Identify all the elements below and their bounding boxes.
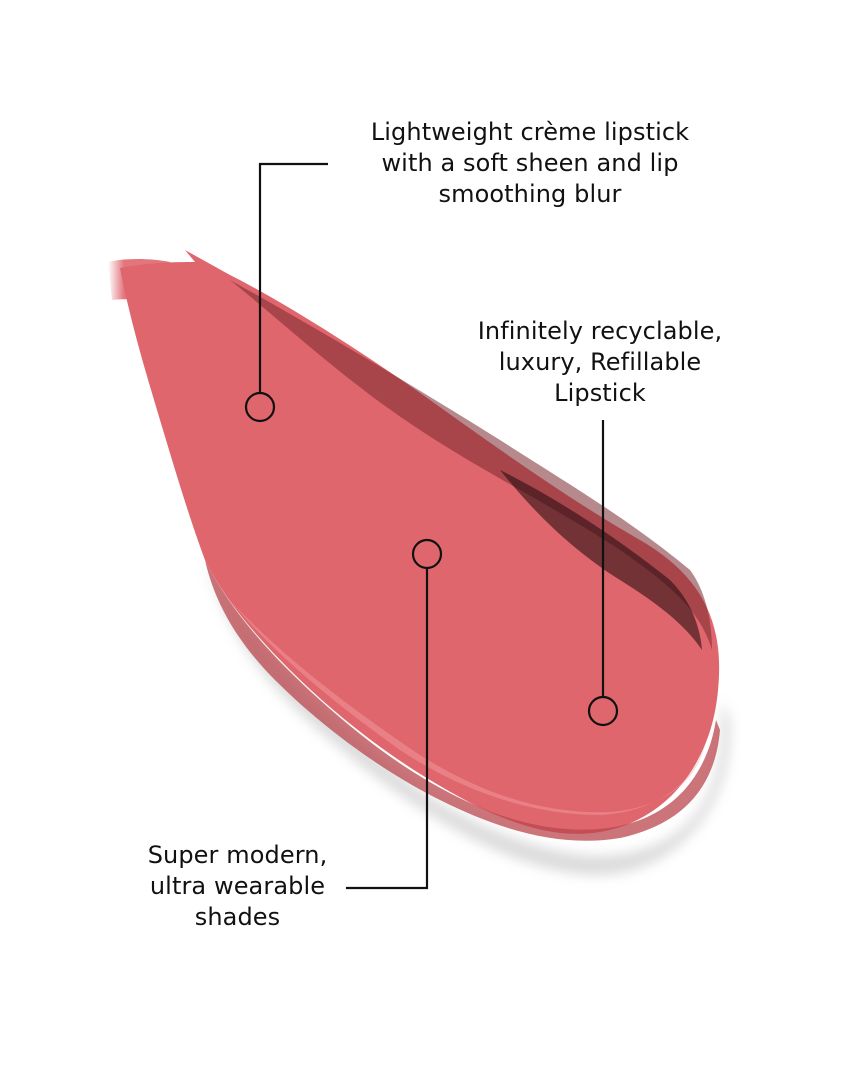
swatch-crease [230,280,712,650]
callout-line-shades [346,568,429,890]
callout-texture-line-3: smoothing blur [438,180,622,208]
callout-shades-line-2: ultra wearable [149,872,326,900]
callout-marker-texture [244,391,276,423]
callout-line-texture [258,162,328,393]
callout-marker-packaging [587,695,619,727]
callout-texture-line-2: with a soft sheen and lip [381,149,679,177]
swatch-rim [205,560,720,841]
callout-shades-line-3: shades [194,903,281,931]
swatch-feather [108,259,172,300]
callout-shades-line-1: Super modern, [147,841,328,869]
callout-texture: Lightweight crème lipstick with a soft s… [300,117,760,210]
callout-packaging: Infinitely recyclable, luxury, Refillabl… [455,316,745,409]
callout-texture-line-1: Lightweight crème lipstick [370,118,690,146]
callout-packaging-line-3: Lipstick [554,379,646,407]
swatch-crease-deep [500,470,702,650]
callout-shades: Super modern, ultra wearable shades [100,840,375,933]
callout-packaging-line-1: Infinitely recyclable, [477,317,723,345]
swatch-shadow [205,560,731,876]
callout-packaging-line-2: luxury, Refillable [498,348,702,376]
